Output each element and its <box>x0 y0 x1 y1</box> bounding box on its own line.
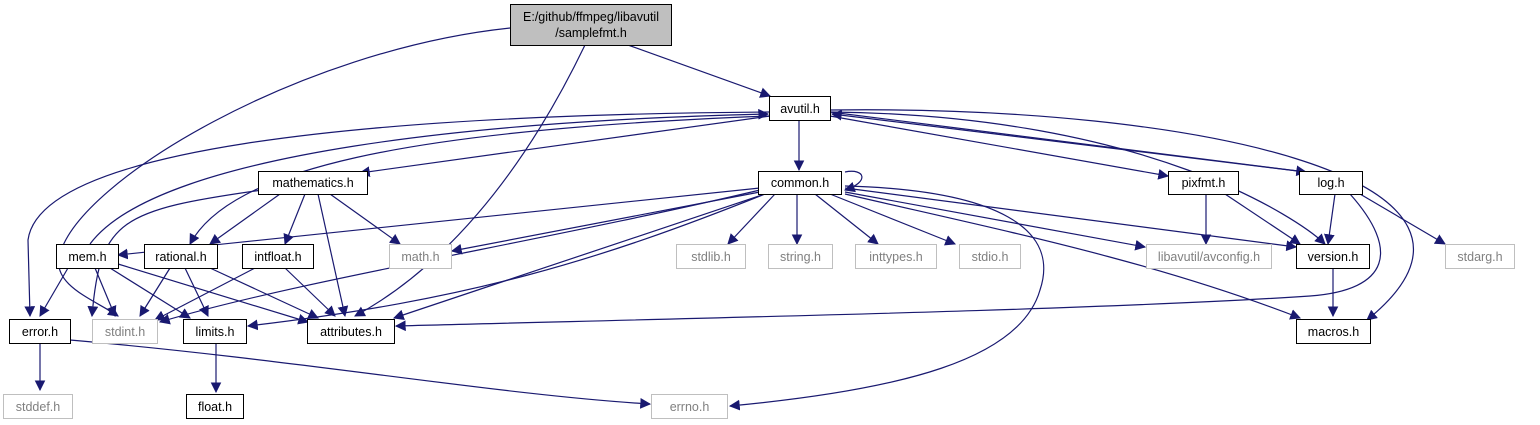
node-macros[interactable]: macros.h <box>1296 319 1371 344</box>
edge-common-attributes <box>392 193 766 321</box>
root-file-node[interactable]: E:/github/ffmpeg/libavutil /samplefmt.h <box>510 4 672 46</box>
edge-intfloat-attributes <box>284 267 336 317</box>
edge-mathematics-intfloat <box>283 193 306 246</box>
edge-common-avconfig <box>844 191 1147 251</box>
node-common[interactable]: common.h <box>758 171 842 195</box>
edge-common-version <box>844 187 1298 252</box>
node-rational[interactable]: rational.h <box>144 244 218 269</box>
edge-mem-avutil <box>89 108 770 245</box>
node-mem[interactable]: mem.h <box>56 244 119 269</box>
node-string[interactable]: string.h <box>768 244 833 269</box>
node-version[interactable]: version.h <box>1296 244 1370 269</box>
node-stdint[interactable]: stdint.h <box>92 319 158 344</box>
edge-log-stdarg <box>1359 193 1446 245</box>
edge-common-macros <box>844 193 1302 320</box>
node-stdarg[interactable]: stdarg.h <box>1445 244 1515 269</box>
edge-common-self <box>843 170 863 193</box>
edge-pixfmt-version <box>1224 193 1301 245</box>
root-path-line1: E:/github/ffmpeg/libavutil <box>523 10 659 24</box>
edge-log-version <box>1323 193 1336 246</box>
edge-avutil-mathematics <box>358 115 771 178</box>
node-intfloat[interactable]: intfloat.h <box>242 244 314 269</box>
edge-mathematics-attributes <box>317 193 349 318</box>
edge-root-attributes <box>354 44 586 317</box>
edge-rational-limits <box>184 267 209 317</box>
edge-error-errno <box>69 339 652 409</box>
edge-rational-stdint <box>139 267 171 317</box>
edge-avutil-macros <box>829 109 1414 321</box>
node-error[interactable]: error.h <box>9 319 71 344</box>
edge-mathematics-stdint <box>87 189 263 318</box>
edge-common-stdio <box>829 193 957 246</box>
node-avutil[interactable]: avutil.h <box>769 96 831 121</box>
node-stdio[interactable]: stdio.h <box>959 244 1021 269</box>
node-errno[interactable]: errno.h <box>651 394 728 419</box>
edge-common-mem <box>116 187 761 260</box>
node-pixfmt[interactable]: pixfmt.h <box>1168 171 1239 195</box>
edge-rational-attributes <box>209 267 319 319</box>
edge-log-avutil <box>830 109 1307 173</box>
edge-mem-limits <box>109 267 191 319</box>
edge-avutil-rational <box>189 115 771 245</box>
edge-common-errno <box>728 185 1045 411</box>
edge-root-avutil <box>627 44 772 98</box>
edge-mathematics-math <box>329 193 401 245</box>
edge-root-stdint <box>57 27 511 317</box>
edge-mem-error <box>39 267 69 317</box>
edge-common-stdlib <box>727 193 776 245</box>
edge-log-attributes <box>394 193 1382 332</box>
root-path-line2: /samplefmt.h <box>555 26 627 40</box>
node-stdlib[interactable]: stdlib.h <box>676 244 746 269</box>
node-limits[interactable]: limits.h <box>183 319 247 344</box>
node-attributes[interactable]: attributes.h <box>307 319 395 344</box>
node-inttypes[interactable]: inttypes.h <box>855 244 937 269</box>
node-math[interactable]: math.h <box>389 244 452 269</box>
node-stddef[interactable]: stddef.h <box>3 394 73 419</box>
edge-common-inttypes <box>814 193 879 245</box>
node-float[interactable]: float.h <box>186 394 244 419</box>
node-mathematics[interactable]: mathematics.h <box>258 171 368 195</box>
edge-mathematics-rational <box>209 193 281 245</box>
edge-intfloat-stdint <box>154 267 256 321</box>
node-log[interactable]: log.h <box>1299 171 1363 195</box>
node-avconfig[interactable]: libavutil/avconfig.h <box>1146 244 1272 269</box>
edge-avutil-version <box>829 111 1326 245</box>
edge-avutil-error <box>24 111 771 318</box>
edge-avutil-pixfmt <box>829 115 1170 180</box>
edge-mem-stdint <box>94 267 117 317</box>
edge-mem-attributes <box>117 263 310 325</box>
